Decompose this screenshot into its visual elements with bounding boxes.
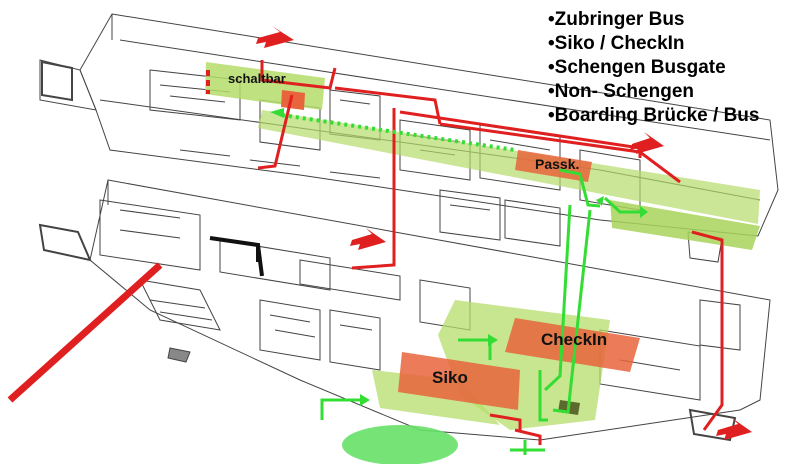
green-arrow-icon (270, 108, 284, 118)
green-routes (281, 113, 640, 455)
non-schengen-zone (610, 200, 760, 250)
zone-label-passk: Passk. (535, 156, 580, 172)
legend-item-siko-checkin: Siko / CheckIn (548, 32, 759, 56)
red-arrows (256, 26, 752, 440)
upper-floor-zones (205, 62, 760, 250)
lower-floor-plan (38, 179, 771, 442)
lower-floor-zones (372, 300, 640, 430)
zubringer-bus-red-path (7, 262, 163, 403)
zone-label-checkin: CheckIn (541, 330, 608, 349)
green-arrow-icon (360, 394, 370, 406)
zone-label-schaltbar: schaltbar (228, 71, 286, 86)
schaltbar-hotspot (281, 90, 305, 110)
schengen-corridor-zone (258, 110, 760, 224)
red-arrow-icon (630, 132, 664, 154)
red-arrow-icon (256, 26, 294, 48)
bus-area-ellipse (342, 425, 458, 464)
legend: Zubringer Bus Siko / CheckIn Schengen Bu… (548, 8, 760, 128)
legend-item-non-schengen: Non- Schengen (548, 80, 759, 104)
red-routes (206, 60, 724, 445)
green-arrow-icon (596, 196, 604, 206)
green-arrow-icon (640, 206, 648, 218)
siko-zone-red (398, 352, 520, 410)
legend-item-boarding: Boarding Brücke / Bus (548, 104, 760, 128)
green-arrows (270, 108, 648, 406)
checkin-zone-red (505, 318, 640, 372)
lower-floor-dark-wall (209, 236, 264, 277)
red-arrow-icon (350, 228, 386, 250)
legend-item-schengen-busgate: Schengen Busgate (548, 56, 759, 80)
zone-label-siko: Siko (432, 368, 468, 387)
green-arrow-icon (488, 334, 498, 346)
legend-item-zubringer-bus: Zubringer Bus (548, 8, 759, 32)
red-arrow-icon (716, 418, 752, 440)
